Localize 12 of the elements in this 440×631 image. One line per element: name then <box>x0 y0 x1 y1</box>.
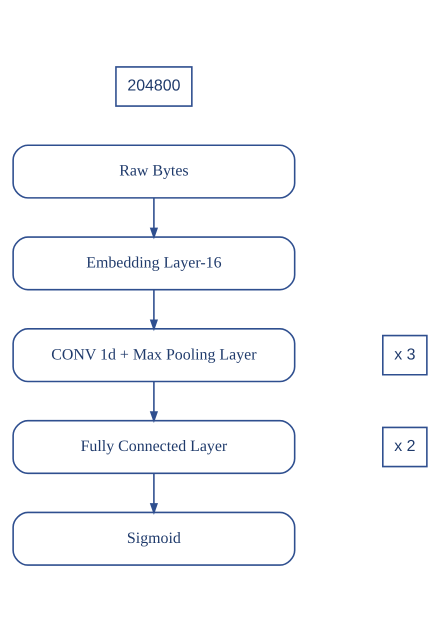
node-box: Embedding Layer-16 <box>12 236 296 290</box>
node-box: Fully Connected Layer <box>12 419 296 474</box>
node-box: CONV 1d + Max Pooling Layer <box>12 328 296 382</box>
node-box: 204800 <box>115 66 193 106</box>
arrow <box>150 381 158 423</box>
arrow <box>150 198 158 239</box>
arrow <box>150 289 158 331</box>
node-box: x 2 <box>382 426 428 467</box>
node-box: Raw Bytes <box>12 144 296 198</box>
arrow <box>150 473 158 514</box>
node-box: x 3 <box>382 334 428 376</box>
node-box: Sigmoid <box>12 511 296 566</box>
